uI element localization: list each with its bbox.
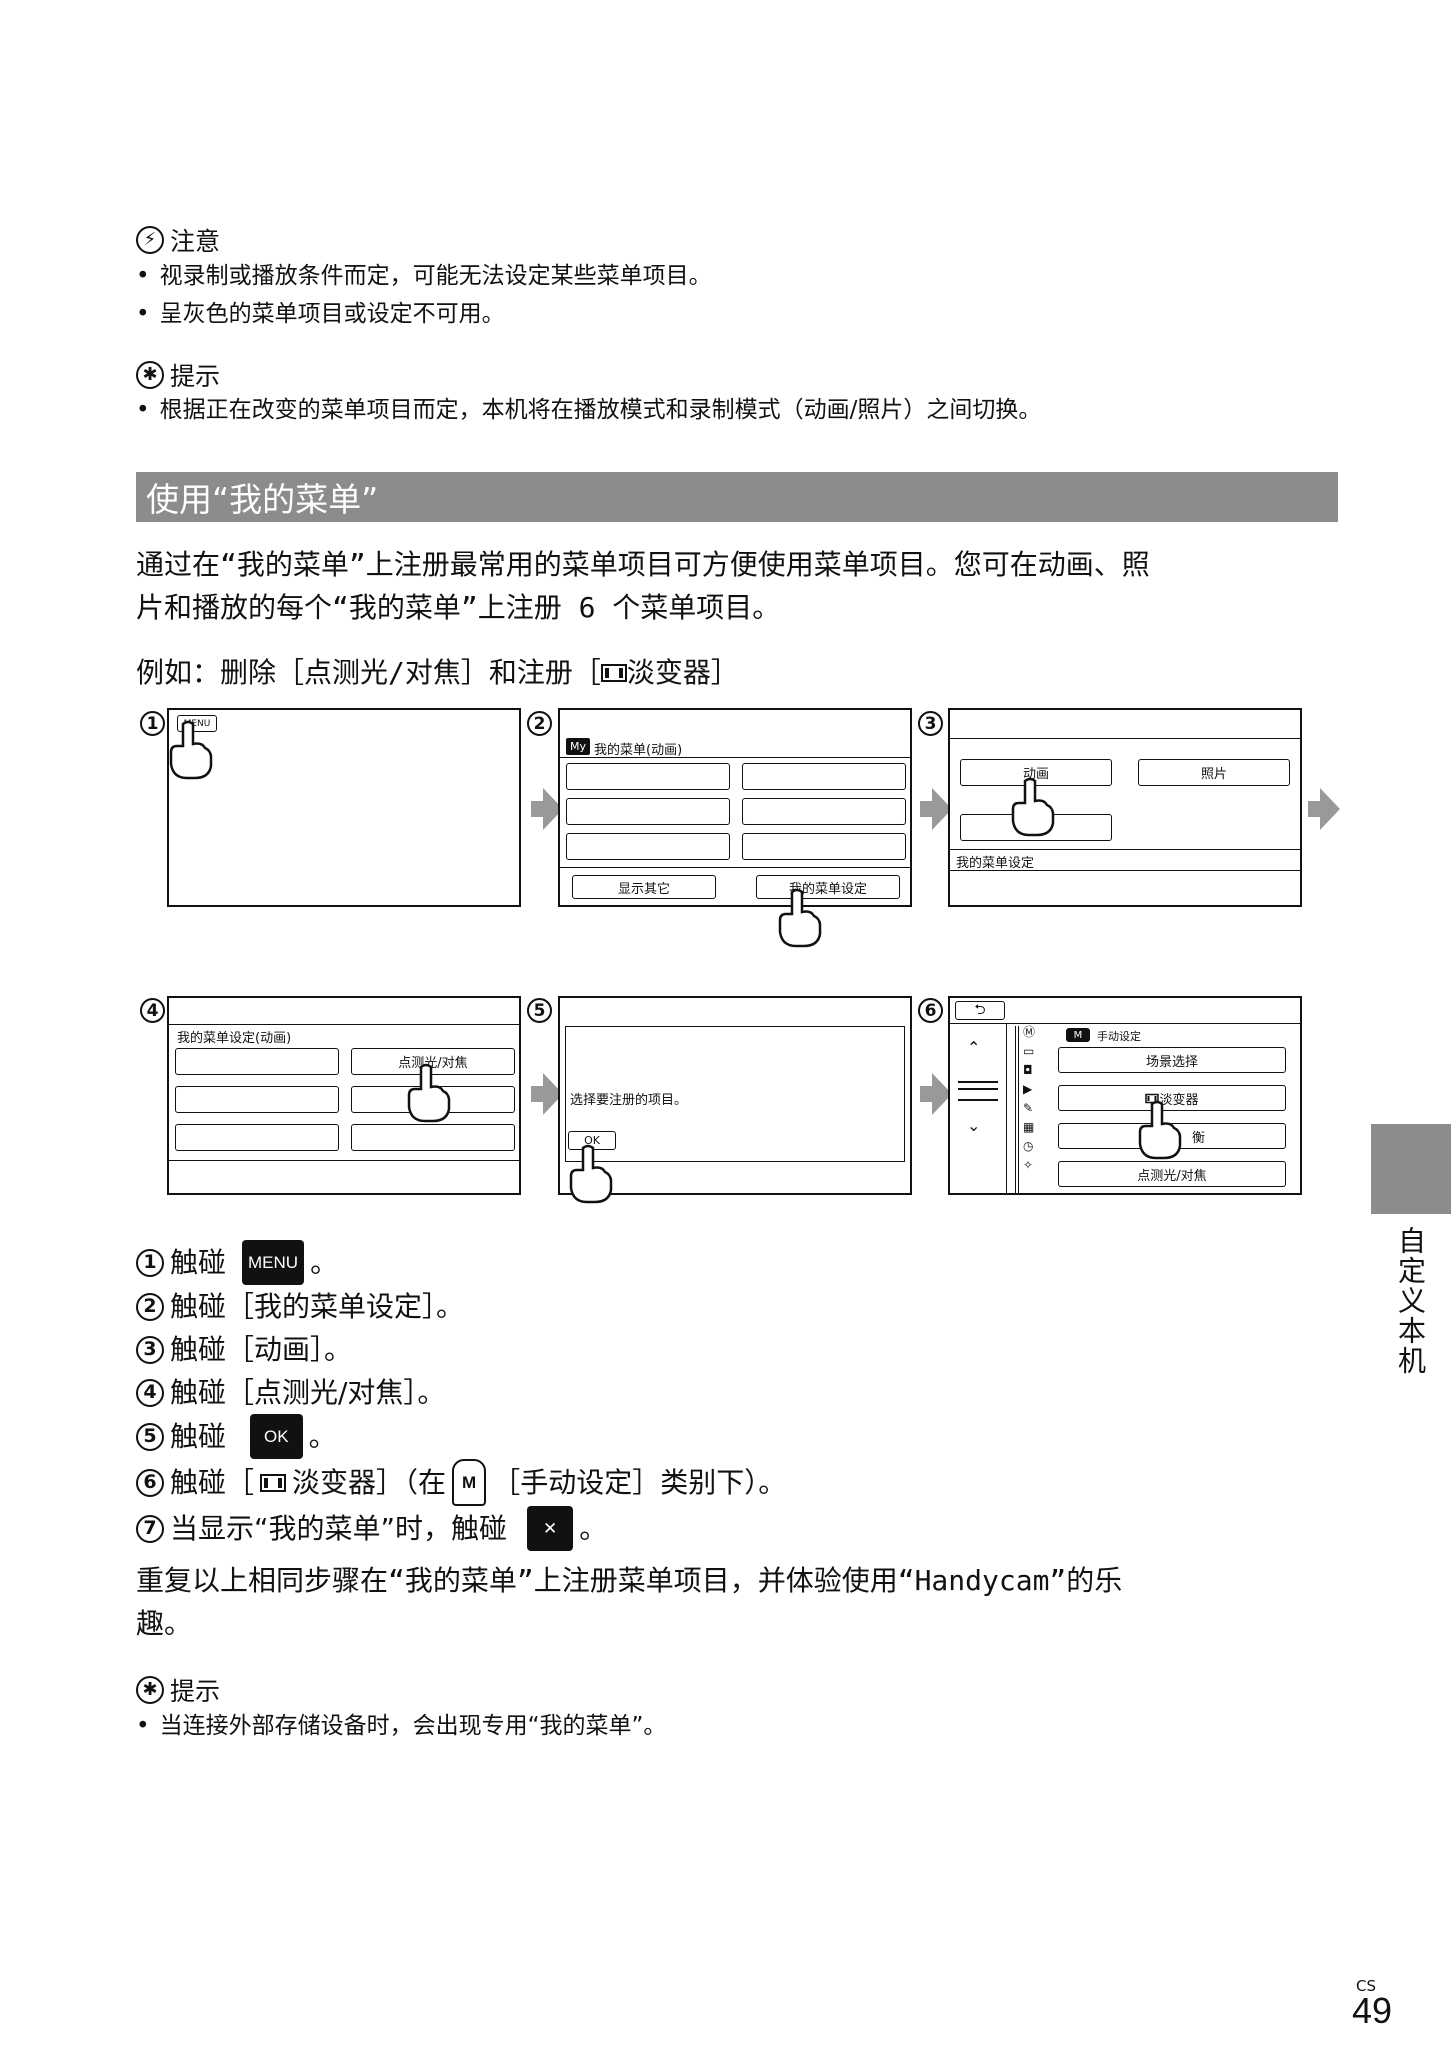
lightbulb-icon: ✱ xyxy=(136,361,164,389)
tip-item: 根据正在改变的菜单项目而定，本机将在播放模式和录制模式（动画/照片）之间切换。 xyxy=(136,391,1042,429)
return-icon: ⮌ xyxy=(974,1001,986,1018)
page-number: 49 xyxy=(1352,1990,1393,2031)
my-menu-settings-button[interactable]: 我的菜单设定 xyxy=(756,875,900,899)
back-button[interactable]: ⮌ xyxy=(955,1001,1005,1020)
closing-line: 趣。 xyxy=(136,1607,193,1640)
show-other-button[interactable]: 显示其它 xyxy=(572,875,716,899)
menu-slot[interactable] xyxy=(742,833,906,860)
lightbulb-icon: ✱ xyxy=(136,1676,164,1704)
finger-icon xyxy=(1011,777,1055,837)
screen-number: 5 xyxy=(527,998,552,1023)
finger-icon xyxy=(778,888,822,948)
edit-icon[interactable]: ✎ xyxy=(1023,1101,1034,1115)
intro-line: 通过在“我的菜单”上注册最常用的菜单项目可方便使用菜单项目。您可在动画、照 xyxy=(136,548,1150,581)
step-item: 6 触碰［ 淡变器］（在 M ［手动设定］类别下）。 xyxy=(136,1459,1286,1506)
category-title: 手动设定 xyxy=(1097,1030,1141,1043)
finger-icon xyxy=(169,720,213,780)
fader-icon xyxy=(260,1473,287,1492)
dialog-box: 选择要注册的项目。 OK xyxy=(565,1026,905,1162)
screen-title: 我的菜单(动画) xyxy=(594,743,683,758)
menu-slot[interactable] xyxy=(566,798,730,825)
screen-number: 2 xyxy=(527,711,552,736)
screen-number: 6 xyxy=(918,998,943,1023)
ok-chip: OK xyxy=(250,1414,303,1459)
scroll-bar[interactable] xyxy=(958,1081,998,1101)
tip-heading: ✱ 提示 xyxy=(136,1672,220,1708)
screen-footer-label: 我的菜单设定 xyxy=(956,856,1035,871)
step-item: 1 触碰 MENU 。 xyxy=(136,1240,1286,1285)
finger-icon xyxy=(1138,1100,1182,1160)
manual-category-icon[interactable]: Ⓜ xyxy=(1023,1025,1036,1039)
menu-slot[interactable] xyxy=(566,763,730,790)
closing-line: 重复以上相同步骤在“我的菜单”上注册菜单项目，并体验使用“Handycam”的乐 xyxy=(136,1564,1123,1597)
side-tab xyxy=(1371,1124,1451,1214)
step-item: 7 当显示“我的菜单”时，触碰 ✕ 。 xyxy=(136,1506,1286,1551)
step-item: 5 触碰 OK 。 xyxy=(136,1414,1286,1459)
menu-slot[interactable] xyxy=(742,763,906,790)
spot-meter-item[interactable]: 点测光/对焦 xyxy=(1058,1161,1286,1187)
tip-item: 当连接外部存储设备时，会出现专用“我的菜单”。 xyxy=(136,1707,667,1745)
menu-slot[interactable] xyxy=(351,1124,515,1151)
step-item: 4 触碰［点测光/对焦］。 xyxy=(136,1371,1286,1414)
menu-slot[interactable] xyxy=(175,1048,339,1075)
menu-slot[interactable] xyxy=(175,1086,339,1113)
screen-6: ⮌ ⌃ ⌄ Ⓜ ▭ ◘ ▶ ✎ ▦ ◷ ✧ M 手动设定 场景选择 淡变器 衡 … xyxy=(948,996,1302,1195)
screen-number: 3 xyxy=(918,711,943,736)
step-item: 2 触碰［我的菜单设定］。 xyxy=(136,1285,1286,1328)
screen-number: 4 xyxy=(140,998,165,1023)
clock-icon[interactable]: ◷ xyxy=(1023,1139,1034,1153)
section-title: 使用“我的菜单” xyxy=(146,480,379,519)
screen-4: 我的菜单设定(动画) 点测光/对焦 xyxy=(167,996,521,1195)
spot-meter-button[interactable]: 点测光/对焦 xyxy=(351,1048,515,1075)
step-item: 3 触碰［动画］。 xyxy=(136,1328,1286,1371)
screen-title: 我的菜单设定(动画) xyxy=(177,1031,292,1046)
scroll-up-icon[interactable]: ⌃ xyxy=(967,1038,981,1057)
dialog-text: 选择要注册的项目。 xyxy=(570,1093,688,1108)
menu-slot[interactable] xyxy=(742,798,906,825)
language-code: CS xyxy=(1356,1977,1376,1995)
example-line: 例如：删除［点测光/对焦］和注册［ 淡变器］ xyxy=(136,656,739,689)
screen-1: MENU xyxy=(167,708,521,907)
scroll-down-icon[interactable]: ⌄ xyxy=(967,1116,981,1135)
camera-mode-icon[interactable]: ▭ xyxy=(1023,1044,1035,1058)
intro-line: 片和播放的每个“我的菜单”上注册 6 个菜单项目。 xyxy=(136,591,781,624)
menu-slot[interactable] xyxy=(175,1124,339,1151)
scene-select-item[interactable]: 场景选择 xyxy=(1058,1047,1286,1073)
media-icon[interactable]: ▦ xyxy=(1023,1120,1035,1134)
screen-5: 选择要注册的项目。 OK xyxy=(558,996,912,1195)
arrow-right-icon xyxy=(920,1073,952,1115)
manual-category-badge: M xyxy=(1066,1028,1090,1042)
menu-chip: MENU xyxy=(242,1240,305,1285)
section-title-bar: 使用“我的菜单” xyxy=(136,472,1338,522)
menu-slot[interactable] xyxy=(566,833,730,860)
arrow-right-icon xyxy=(1308,788,1340,830)
category-icon-column: Ⓜ ▭ ◘ ▶ ✎ ▦ ◷ ✧ xyxy=(1023,1026,1039,1172)
screen-3: 动画 照片 我的菜单设定 xyxy=(948,708,1302,907)
my-menu-icon: My xyxy=(566,738,590,755)
fader-icon xyxy=(600,664,627,682)
step-list: 1 触碰 MENU 。 2 触碰［我的菜单设定］。 3 触碰［动画］。 4 触碰… xyxy=(136,1240,1286,1551)
caution-icon: ⚡ xyxy=(136,226,164,254)
finger-icon xyxy=(407,1063,451,1123)
screen-number: 1 xyxy=(140,711,165,736)
finger-icon xyxy=(569,1144,613,1204)
tip-heading: ✱ 提示 xyxy=(136,357,220,393)
note-heading: ⚡ 注意 xyxy=(136,222,220,258)
manual-category-icon: M xyxy=(452,1459,487,1506)
note-item: 呈灰色的菜单项目或设定不可用。 xyxy=(136,295,505,333)
wrench-icon[interactable]: ✧ xyxy=(1023,1158,1034,1172)
fader-icon xyxy=(1145,1093,1160,1103)
photo-button[interactable]: 照片 xyxy=(1138,759,1290,786)
playback-icon[interactable]: ▶ xyxy=(1023,1082,1033,1096)
note-item: 视录制或播放条件而定，可能无法设定某些菜单项目。 xyxy=(136,257,712,295)
close-chip: ✕ xyxy=(527,1506,574,1551)
side-section-label: 自定义本机 xyxy=(1394,1226,1427,1376)
arrow-right-icon xyxy=(920,788,952,830)
fader-item[interactable]: 淡变器 xyxy=(1058,1085,1286,1111)
screen-2: My 我的菜单(动画) 显示其它 我的菜单设定 xyxy=(558,708,912,907)
photo-icon[interactable]: ◘ xyxy=(1023,1063,1033,1077)
